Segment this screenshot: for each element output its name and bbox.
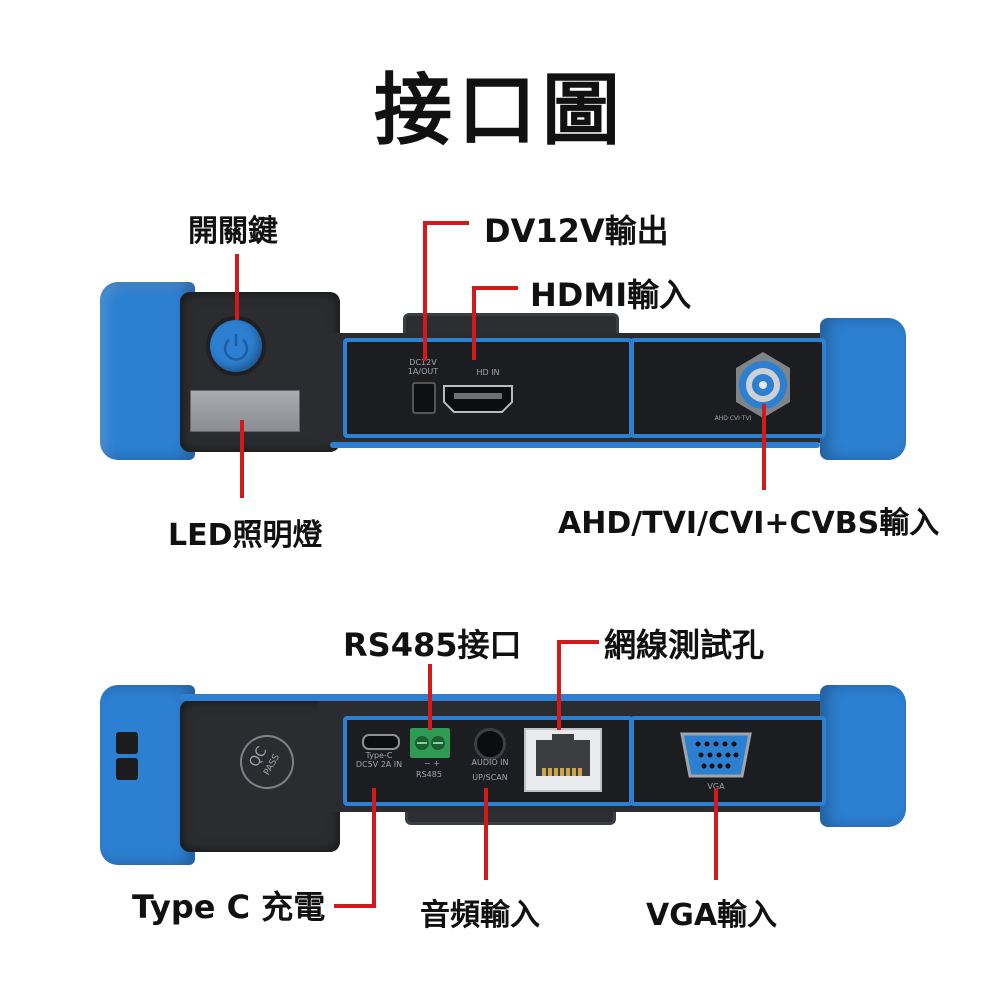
dc12v-text: DC12V — [409, 358, 437, 367]
power-button[interactable] — [210, 320, 262, 372]
bnc-connector[interactable] — [728, 350, 798, 420]
bottom-device: QC PASS Type-C DC5V 2A IN − + RS485 AUDI… — [0, 560, 1000, 1000]
page-title: 接口圖 — [373, 66, 626, 156]
port-panel-right — [630, 338, 826, 438]
bnc-caption: AHD·CVI·TVI — [714, 415, 752, 422]
audio-caption: AUDIO IN UP/SCAN — [462, 758, 518, 782]
leader-video — [762, 404, 766, 490]
leader-typec-h — [334, 904, 376, 908]
audio-subtext: UP/SCAN — [472, 773, 508, 782]
terminal-screws-icon — [415, 736, 445, 750]
side-button-down[interactable] — [116, 758, 138, 780]
label-vga: VGA輸入 — [646, 898, 778, 933]
right-bumper-b — [820, 685, 906, 827]
vga-port-icon — [680, 732, 752, 778]
rs485-terminal[interactable] — [410, 728, 450, 758]
leader-power — [235, 254, 239, 320]
rs485-caption: RS485 — [416, 770, 442, 779]
leader-typec-v — [372, 788, 376, 908]
label-rs485: RS485接口 — [343, 626, 522, 664]
blue-edge-strip — [330, 442, 820, 448]
typec-text: Type-C — [365, 751, 393, 760]
hdmi-caption: HD IN — [476, 368, 500, 377]
leader-led — [240, 420, 244, 498]
bnc-connector-icon — [736, 352, 790, 418]
leader-vga — [714, 788, 718, 880]
leader-hdmi-v — [472, 286, 476, 360]
audio-jack[interactable] — [474, 728, 506, 760]
leader-lan-h — [557, 640, 599, 644]
left-bumper-b — [100, 685, 195, 865]
label-power-key: 開關鍵 — [188, 214, 278, 249]
hdmi-port[interactable] — [442, 384, 514, 414]
dc12v-caption: DC12V 1A/OUT — [398, 358, 448, 376]
typec-subtext: DC5V 2A IN — [355, 760, 403, 769]
dc12v-subtext: 1A/OUT — [407, 367, 439, 376]
top-device: DC12V 1A/OUT HD IN AHD·CVI·TVI 開關鍵 DV12V… — [100, 212, 940, 553]
leader-hdmi-h — [472, 286, 518, 290]
label-led: LED照明燈 — [168, 518, 323, 553]
label-hdmi: HDMI輸入 — [530, 276, 692, 314]
leader-dv12v-v — [423, 221, 427, 361]
label-typec: Type C 充電 — [132, 888, 326, 926]
label-dv12v: DV12V輸出 — [484, 212, 669, 250]
right-bumper — [820, 318, 906, 460]
left-bumper — [100, 282, 195, 460]
side-button-up[interactable] — [116, 732, 138, 754]
led-light — [190, 390, 300, 432]
rj45-icon — [536, 734, 590, 776]
audio-text: AUDIO IN — [471, 758, 509, 767]
typec-port[interactable] — [362, 734, 400, 750]
leader-dv12v-h — [423, 221, 469, 225]
leader-audio — [484, 788, 488, 880]
dc12v-jack[interactable] — [412, 382, 436, 414]
power-icon — [223, 334, 249, 361]
blue-edge-strip-b — [180, 694, 830, 701]
label-lan: 網線測試孔 — [604, 626, 765, 664]
label-video-in: AHD/TVI/CVI+CVBS輸入 — [558, 506, 940, 541]
left-grip-b — [180, 700, 340, 852]
vga-caption: VGA — [707, 782, 725, 791]
vga-port[interactable] — [676, 730, 756, 780]
label-audio: 音頻輸入 — [420, 898, 540, 933]
leader-lan-v — [557, 640, 561, 730]
typec-caption: Type-C DC5V 2A IN — [346, 751, 412, 769]
leader-rs485 — [428, 664, 432, 730]
rs485-sign: − + — [424, 759, 440, 768]
hdmi-port-icon — [443, 385, 513, 413]
rj45-port[interactable] — [524, 728, 602, 792]
